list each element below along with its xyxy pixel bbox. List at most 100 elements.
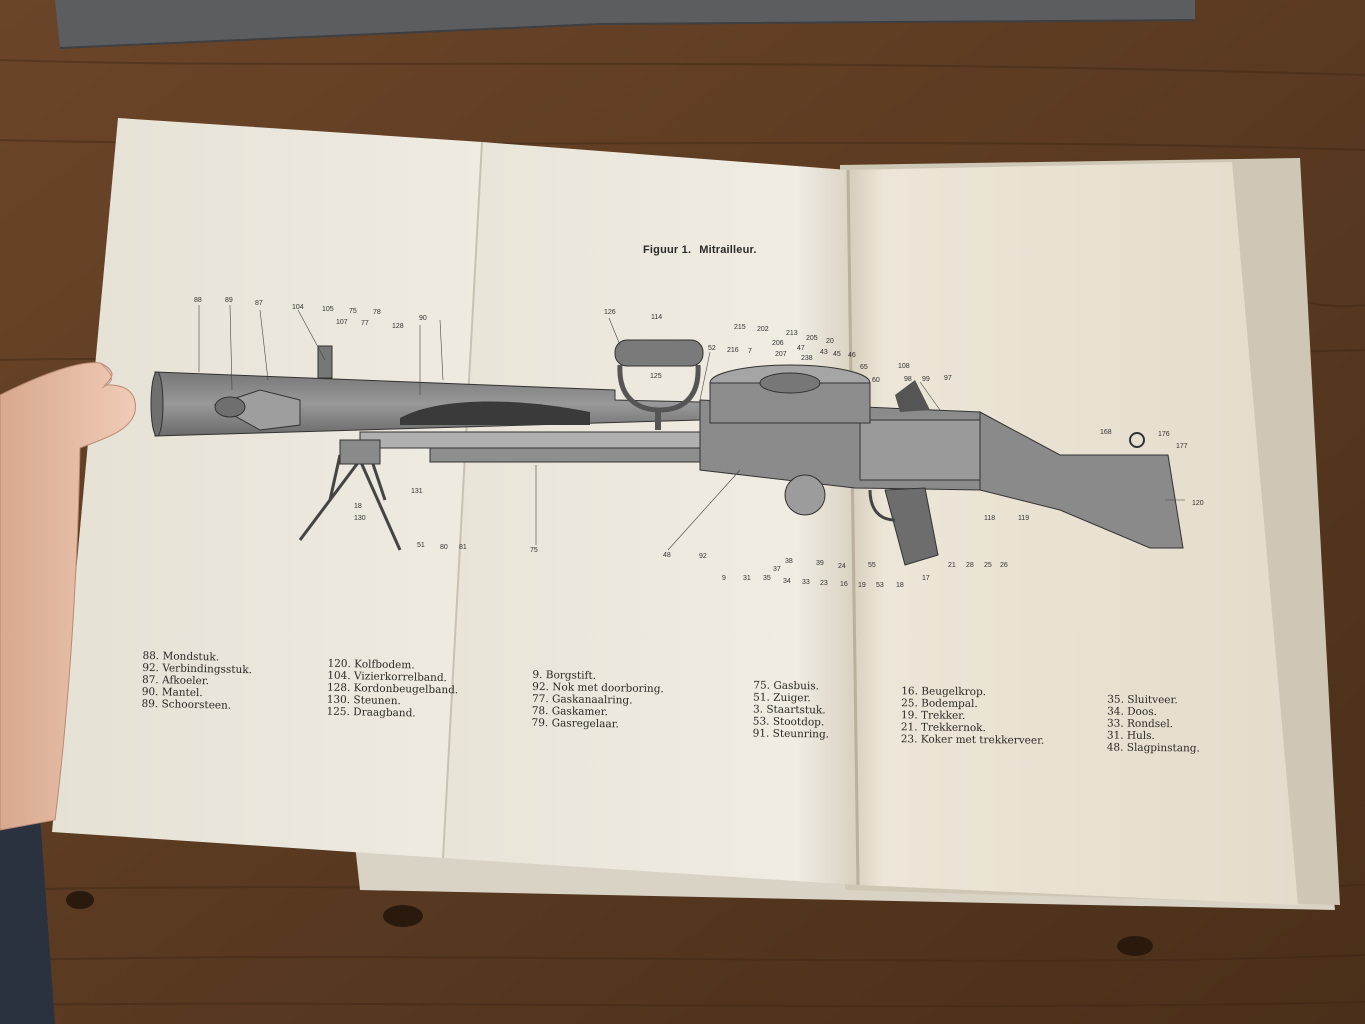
- callout-label: 55: [868, 562, 876, 569]
- legend-entry: 51. Zuiger.: [753, 691, 811, 705]
- callout-label: 238: [801, 355, 813, 362]
- legend-entry: 79. Gasregelaar.: [531, 716, 620, 731]
- figure-caption: Mitrailleur.: [699, 244, 757, 256]
- callout-label: 37: [773, 566, 781, 573]
- sleeve: [0, 815, 55, 1024]
- legend-column-5: 16. Beugelkrop. 25. Bodempal. 19. Trekke…: [901, 685, 1045, 747]
- callout-label: 60: [872, 377, 880, 384]
- callout-label: 47: [797, 345, 805, 352]
- callout-label: 39: [816, 560, 824, 567]
- callout-label: 23: [820, 580, 828, 587]
- callout-label: 46: [848, 352, 856, 359]
- callout-label: 16: [840, 581, 848, 588]
- callout-label: 48: [663, 552, 671, 559]
- callout-label: 35: [763, 575, 771, 582]
- callout-label: 26: [1000, 562, 1008, 569]
- left-page: [52, 118, 482, 858]
- callout-label: 118: [984, 515, 995, 522]
- callout-label: 128: [392, 323, 404, 330]
- wood-knot: [1117, 936, 1153, 956]
- callout-label: 38: [785, 558, 793, 565]
- callout-label: 215: [734, 324, 746, 331]
- callout-label: 105: [322, 306, 334, 313]
- callout-label: 34: [783, 578, 791, 585]
- callout-label: 168: [1100, 429, 1112, 436]
- callout-label: 89: [225, 297, 233, 304]
- callout-label: 19: [858, 582, 866, 589]
- figure-number: Figuur 1.: [643, 244, 692, 256]
- legend-column-2: 120. Kolfbodem. 104. Vizierkorrelband. 1…: [326, 658, 458, 721]
- legend-entry: 31. Huls.: [1106, 729, 1155, 743]
- callout-label: 92: [699, 553, 707, 560]
- callout-label: 206: [772, 340, 784, 347]
- callout-label: 202: [757, 326, 769, 333]
- callout-label: 125: [650, 373, 662, 380]
- callout-label: 31: [743, 575, 751, 582]
- callout-label: 18: [896, 582, 904, 589]
- callout-label: 53: [876, 582, 884, 589]
- callout-label: 87: [255, 300, 263, 307]
- callout-label: 114: [651, 314, 662, 321]
- callout-label: 131: [411, 488, 423, 495]
- callout-label: 65: [860, 364, 868, 371]
- callout-label: 43: [820, 349, 828, 356]
- callout-label: 75: [530, 547, 538, 554]
- laptop-edge: [55, 0, 1195, 48]
- callout-label: 216: [727, 347, 739, 354]
- callout-label: 97: [944, 375, 952, 382]
- callout-label: 108: [898, 363, 910, 370]
- callout-label: 52: [708, 345, 716, 352]
- callout-label: 9: [722, 575, 726, 582]
- legend-column-3: 9. Borgstift. 92. Nok met doorboring. 77…: [531, 669, 664, 731]
- callout-label: 75: [349, 308, 357, 315]
- callout-leaders: [198, 304, 1185, 551]
- legend-entry: 53. Stootdop.: [752, 715, 825, 729]
- legend-entry: 3. Staartstuk.: [752, 703, 826, 717]
- callout-label: 7: [748, 348, 752, 355]
- callout-label: 177: [1176, 443, 1188, 450]
- legend-entry: 89. Schoorsteen.: [141, 697, 232, 712]
- callout-label: 28: [966, 562, 974, 569]
- callout-label: 99: [922, 376, 930, 383]
- callout-label: 24: [838, 563, 846, 570]
- callout-label: 80: [440, 544, 448, 551]
- callout-label: 176: [1158, 431, 1170, 438]
- callout-label: 119: [1018, 515, 1029, 522]
- legend-entry: 34. Doos.: [1107, 705, 1158, 719]
- legend-column-4: 75. Gasbuis. 51. Zuiger. 3. Staartstuk. …: [753, 679, 830, 740]
- wood-knot: [66, 891, 94, 909]
- callout-label: 18: [354, 503, 362, 510]
- callout-label: 207: [775, 351, 787, 358]
- callout-label: 21: [948, 562, 956, 569]
- legend-entry: 35. Sluitveer.: [1107, 693, 1178, 707]
- legend-column-1: 88. Mondstuk. 92. Verbindingsstuk. 87. A…: [141, 650, 252, 712]
- callout-label: 88: [194, 297, 202, 304]
- callout-label: 33: [802, 579, 810, 586]
- callout-label: 120: [1192, 500, 1204, 507]
- callout-label: 81: [459, 544, 467, 551]
- callout-label: 20: [826, 338, 834, 345]
- legend-column-6: 35. Sluitveer. 34. Doos. 33. Rondsel. 31…: [1107, 694, 1201, 755]
- wood-knot: [383, 905, 423, 927]
- callout-label: 130: [354, 515, 366, 522]
- callout-label: 213: [786, 330, 798, 337]
- callout-label: 90: [419, 315, 427, 322]
- callout-label: 104: [292, 304, 304, 311]
- callout-label: 78: [373, 309, 381, 316]
- figure-title: Figuur 1. Mitrailleur.: [643, 244, 765, 256]
- callout-numbers: 88 89 87 104 105 107 75 77 78 128 90 126…: [194, 297, 1204, 589]
- callout-label: 107: [336, 319, 348, 326]
- hand: [0, 362, 136, 831]
- callout-label: 77: [361, 320, 369, 327]
- callout-label: 98: [904, 376, 912, 383]
- callout-label: 51: [417, 542, 425, 549]
- callout-label: 25: [984, 562, 992, 569]
- right-page: [848, 162, 1298, 905]
- callout-label: 45: [833, 351, 841, 358]
- callout-label: 17: [922, 575, 930, 582]
- callout-label: 126: [604, 309, 616, 316]
- legend-entry: 75. Gasbuis.: [753, 679, 820, 693]
- legend-entry: 91. Steunring.: [752, 727, 830, 741]
